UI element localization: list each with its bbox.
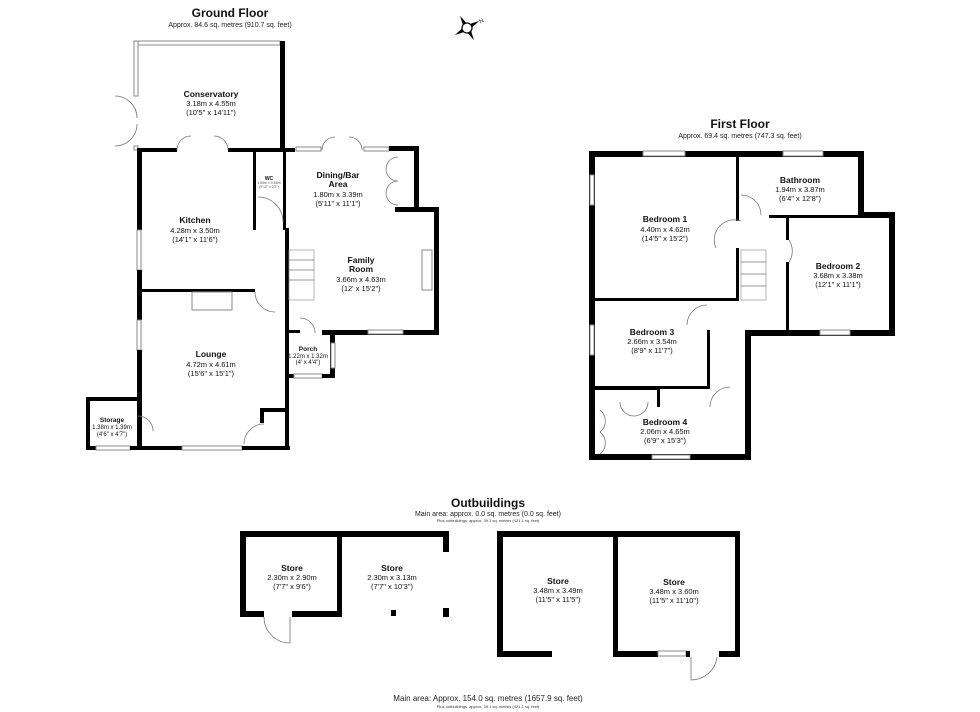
room-lounge: Lounge 4.72m x 4.61m (15'6" x 15'1") — [186, 349, 236, 378]
room-label: (12'1" x 11'1") — [815, 280, 861, 289]
room-label: 1.38m x 1.39m — [92, 425, 132, 431]
room-label: 1.22m x 1.32m — [288, 354, 328, 360]
room-label: 3.68m x 3.38m — [813, 271, 863, 280]
room-label: 2.30m x 2.90m — [267, 573, 317, 582]
room-dining-bar-area: Dining/Bar Area 1.80m x 3.39m (5'11" x 1… — [313, 170, 363, 208]
room-storage: Storage 1.38m x 1.39m (4'6" x 4'7") — [92, 417, 132, 438]
room-label: 4.40m x 4.62m — [640, 225, 690, 234]
room-label: Family — [348, 255, 375, 265]
room-label: (14'5" x 15'2") — [642, 234, 689, 243]
room-label: Store — [381, 563, 403, 573]
room-label: (8'9" x 11'7") — [631, 346, 673, 355]
room-label: Area — [329, 179, 348, 189]
room-label: (7'7" x 10'3") — [371, 582, 413, 591]
room-bedroom-2: Bedroom 2 3.68m x 3.38m (12'1" x 11'1") — [813, 261, 863, 289]
room-label: Store — [663, 577, 685, 587]
room-label: Kitchen — [179, 215, 210, 225]
room-label: (4'6" x 4'7") — [97, 432, 127, 438]
room-label: (6'4" x 12'8") — [779, 194, 821, 203]
outbuilding-store-3: Store 3.48m x 3.49m (11'5" x 11'5") — [533, 576, 583, 604]
room-label: (12' x 15'2") — [341, 284, 381, 293]
room-label: Room — [349, 264, 374, 274]
outbuildings-plus: Plus outbuildings, approx. 39.1 sq. metr… — [437, 518, 540, 523]
outbuilding-store-1: Store 2.30m x 2.90m (7'7" x 9'6") — [267, 563, 317, 591]
room-label: Bedroom 3 — [630, 327, 675, 337]
room-label: Porch — [299, 346, 317, 353]
room-label: 3.18m x 4.55m — [186, 99, 236, 108]
total-main-area: Main area: Approx. 154.0 sq. metres (165… — [393, 694, 583, 703]
outbuildings-main-area: Main area: approx. 0.0 sq. metres (0.0 s… — [415, 511, 561, 518]
room-label: 3.48m x 3.60m — [649, 587, 699, 596]
room-bathroom: Bathroom 1.94m x 3.87m (6'4" x 12'8") — [775, 175, 825, 203]
outbuildings-title: Outbuildings — [451, 496, 525, 510]
room-label: Lounge — [196, 349, 227, 359]
room-label: Dining/Bar — [317, 170, 361, 180]
outbuilding-walls — [240, 531, 740, 681]
room-label: 2.06m x 4.65m — [640, 427, 690, 436]
room-label: 1.94m x 3.87m — [775, 185, 825, 194]
room-label: (5'11" x 11'1") — [315, 199, 361, 208]
room-label: (4' x 4'4") — [296, 360, 321, 366]
room-label: Store — [281, 563, 303, 573]
room-label: 4.72m x 4.61m — [186, 360, 236, 369]
room-label: Bedroom 1 — [643, 214, 688, 224]
room-label: (6'9" x 15'3") — [644, 436, 686, 445]
room-porch: Porch 1.22m x 1.32m (4' x 4'4") — [288, 346, 328, 366]
room-label: 1.80m x 3.39m — [313, 190, 363, 199]
total-outbuildings: Plus outbuildings, approx. 39.1 sq. metr… — [437, 704, 540, 709]
room-label: Storage — [100, 417, 125, 424]
room-label: WC — [265, 176, 274, 182]
room-label: Bedroom 2 — [816, 261, 861, 271]
compass-north-label: N — [478, 18, 485, 25]
room-label: 1.80m x 0.65m — [257, 181, 280, 185]
room-label: (5'10" x 2'2") — [259, 185, 279, 189]
ground-floor-walls — [86, 40, 439, 451]
room-label: Bedroom 4 — [643, 417, 688, 427]
room-label: 4.28m x 3.50m — [170, 226, 220, 235]
room-kitchen: Kitchen 4.28m x 3.50m (14'1" x 11'6") — [170, 215, 220, 244]
room-family-room: Family Room 3.66m x 4.63m (12' x 15'2") — [336, 255, 386, 293]
room-wc: WC 1.80m x 0.65m (5'10" x 2'2") — [257, 176, 280, 189]
room-label: (7'7" x 9'6") — [273, 582, 311, 591]
outbuilding-store-4: Store 3.48m x 3.60m (11'5" x 11'10") — [649, 577, 699, 605]
room-bedroom-4: Bedroom 4 2.06m x 4.65m (6'9" x 15'3") — [640, 417, 690, 445]
first-floor-walls — [589, 150, 895, 460]
room-label: Bathroom — [780, 175, 821, 185]
room-conservatory: Conservatory 3.18m x 4.55m (10'5" x 14'1… — [184, 89, 239, 117]
room-label: (15'6" x 15'1") — [188, 369, 235, 378]
ground-floor-title: Ground Floor — [192, 6, 269, 20]
compass-rose-icon: N — [454, 15, 485, 41]
room-label: (14'1" x 11'6") — [172, 235, 218, 244]
ground-floor-area: Approx. 84.6 sq. metres (910.7 sq. feet) — [168, 22, 291, 29]
room-label: (11'5" x 11'5") — [535, 595, 581, 604]
room-label: 2.30m x 3.13m — [367, 573, 417, 582]
room-label: (11'5" x 11'10") — [649, 596, 699, 605]
outbuilding-store-2: Store 2.30m x 3.13m (7'7" x 10'3") — [367, 563, 417, 591]
first-floor-title: First Floor — [710, 117, 770, 131]
room-label: Store — [547, 576, 569, 586]
room-label: (10'5" x 14'11") — [186, 108, 236, 117]
room-label: 3.66m x 4.63m — [336, 275, 386, 284]
room-bedroom-3: Bedroom 3 2.66m x 3.54m (8'9" x 11'7") — [627, 327, 677, 355]
room-label: 3.48m x 3.49m — [533, 586, 583, 595]
room-bedroom-1: Bedroom 1 4.40m x 4.62m (14'5" x 15'2") — [640, 214, 690, 243]
first-floor-area: Approx. 69.4 sq. metres (747.3 sq. feet) — [678, 133, 801, 140]
room-label: 2.66m x 3.54m — [627, 337, 677, 346]
room-label: Conservatory — [184, 89, 239, 99]
